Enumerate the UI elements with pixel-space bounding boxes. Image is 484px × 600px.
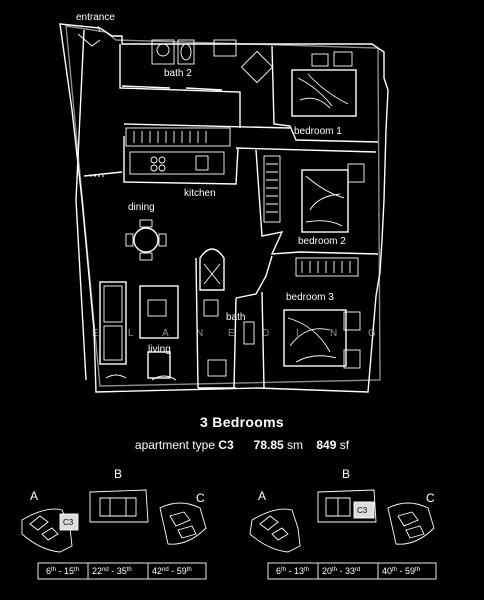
highlight-unit	[353, 501, 375, 519]
floor-range: 6th - 13th	[276, 566, 309, 576]
tower-b-label: B	[114, 467, 122, 481]
bath2-label: bath 2	[164, 68, 192, 79]
watermark-letter: L	[128, 328, 134, 339]
type-prefix: apartment type	[134, 438, 215, 452]
watermark-letter: E	[228, 328, 235, 339]
living-label: living	[148, 344, 171, 355]
watermark-letter: E	[92, 328, 99, 339]
floor-range: 42nd - 59th	[152, 566, 192, 576]
key-plan-right: A B C C3	[249, 467, 437, 580]
watermark-letter: A	[162, 328, 169, 339]
floor-range: 40th - 59th	[382, 566, 420, 576]
bedroom2-label: bedroom 2	[298, 236, 346, 247]
floor-range: 22nd - 35th	[92, 566, 132, 576]
kitchen-label: kitchen	[184, 188, 216, 199]
bedroom2-bed	[301, 163, 365, 233]
bedroom3-bed	[283, 309, 361, 369]
entrance-arrow	[97, 25, 101, 33]
bedroom3-label: bedroom 3	[286, 292, 334, 303]
watermark: E L A N E D I N G	[92, 328, 376, 339]
tower-b-label: B	[342, 467, 350, 481]
highlight-unit	[59, 513, 79, 531]
tower-c-label: C	[196, 491, 205, 505]
bath-label: bath	[226, 312, 245, 323]
tower-a-label: A	[30, 489, 38, 503]
bath2-fixtures	[151, 39, 274, 84]
area-sf-value: 849	[316, 438, 337, 452]
living-furniture	[99, 281, 179, 381]
bath-fixtures	[199, 248, 255, 377]
key-plan-left: A B C C3	[21, 467, 207, 580]
floor-range: 6th - 15th	[46, 566, 79, 576]
tower-a-label: A	[258, 489, 266, 503]
area-sm-value: 78.85	[253, 438, 284, 452]
area-sm-unit: sm	[287, 438, 304, 452]
closets	[125, 127, 359, 277]
watermark-letter: G	[368, 328, 376, 339]
highlight-unit-label: C3	[357, 506, 368, 515]
entrance-label: entrance	[76, 12, 115, 23]
apartment-specs: apartment type C3 78.85 sm 849 sf	[0, 438, 484, 452]
dining-table	[125, 219, 167, 261]
area-sf-unit: sf	[339, 438, 350, 452]
type-code: C3	[218, 438, 234, 452]
kitchen-counter	[129, 151, 225, 175]
watermark-letter: D	[262, 328, 269, 339]
bedroom1-label: bedroom 1	[294, 126, 342, 137]
outer-walls	[59, 23, 389, 393]
tower-c-label: C	[426, 491, 435, 505]
bedroom1-bed	[291, 51, 357, 117]
watermark-letter: I	[296, 328, 299, 339]
highlight-unit-label: C3	[63, 518, 74, 527]
apartment-title: 3 Bedrooms	[200, 414, 284, 430]
dining-label: dining	[128, 202, 155, 213]
interior-walls	[83, 44, 379, 389]
watermark-letter: N	[330, 328, 337, 339]
watermark-letter: N	[196, 328, 203, 339]
floor-range: 20th - 33rd	[322, 566, 360, 576]
